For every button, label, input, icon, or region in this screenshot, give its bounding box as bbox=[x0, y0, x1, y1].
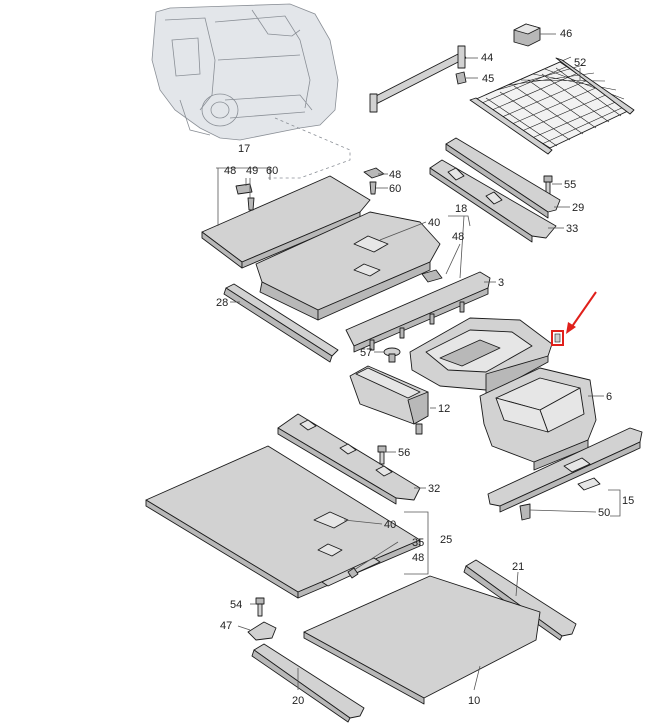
callout-3: 3 bbox=[498, 277, 504, 289]
highlight-marker bbox=[551, 330, 564, 346]
leader-lines bbox=[216, 33, 621, 691]
part-18-floor-cover bbox=[255, 211, 441, 321]
part-50-clip bbox=[519, 503, 531, 521]
callout-47: 47 bbox=[220, 620, 232, 632]
callout-40-a: 40 bbox=[428, 217, 440, 229]
callout-54: 54 bbox=[230, 599, 242, 611]
callout-45: 45 bbox=[482, 73, 494, 85]
callout-48-b: 48 bbox=[389, 169, 401, 181]
part-60-screw-a bbox=[247, 197, 255, 211]
part-10-floor-mat bbox=[303, 575, 541, 705]
callout-57: 57 bbox=[360, 347, 372, 359]
part-20-rail bbox=[251, 643, 365, 723]
callout-50: 50 bbox=[598, 507, 610, 519]
callout-60-a: 60 bbox=[266, 165, 278, 177]
callout-12: 12 bbox=[438, 403, 450, 415]
callout-32: 32 bbox=[428, 483, 440, 495]
callout-10: 10 bbox=[468, 695, 480, 707]
part-6-wheel-tub bbox=[479, 367, 597, 471]
part-3-trim bbox=[345, 271, 491, 353]
part-29-rail bbox=[445, 137, 561, 219]
part-57-clip bbox=[383, 347, 401, 363]
callout-48-d: 48 bbox=[412, 552, 424, 564]
part-55-bolt bbox=[543, 175, 553, 195]
part-48-clip-b bbox=[363, 167, 385, 179]
callout-28: 28 bbox=[216, 297, 228, 309]
part-60-screw-b bbox=[369, 181, 377, 195]
part-12-basket bbox=[349, 365, 429, 435]
part-56-bolt bbox=[377, 445, 387, 465]
callout-21: 21 bbox=[512, 561, 524, 573]
callout-18: 18 bbox=[455, 203, 467, 215]
callout-40-b: 40 bbox=[384, 519, 396, 531]
part-48-clip-a bbox=[235, 183, 253, 195]
callout-17: 17 bbox=[238, 143, 250, 155]
part-33-rail bbox=[429, 159, 557, 243]
callout-20: 20 bbox=[292, 695, 304, 707]
part-44-rod bbox=[369, 45, 467, 113]
part-54-bolt bbox=[255, 597, 265, 617]
part-32-rail bbox=[277, 413, 421, 505]
callout-33: 33 bbox=[566, 223, 578, 235]
red-arrow bbox=[566, 291, 597, 334]
part-48-clip-c bbox=[421, 269, 443, 283]
callout-15: 15 bbox=[622, 495, 634, 507]
callout-48-c: 48 bbox=[452, 231, 464, 243]
callout-44: 44 bbox=[481, 52, 493, 64]
callout-25: 25 bbox=[440, 534, 452, 546]
callout-49: 49 bbox=[246, 165, 258, 177]
part-46-cap bbox=[513, 23, 541, 47]
callout-29: 29 bbox=[572, 202, 584, 214]
part-45-bracket bbox=[455, 71, 467, 85]
callout-55: 55 bbox=[564, 179, 576, 191]
callout-60-b: 60 bbox=[389, 183, 401, 195]
callout-52: 52 bbox=[574, 57, 586, 69]
part-15-rear-trim bbox=[487, 427, 643, 513]
vehicle-leader-line bbox=[268, 117, 351, 179]
vehicle-rear-outline bbox=[151, 3, 339, 141]
part-52-cargo-net bbox=[469, 56, 635, 155]
part-28-strip bbox=[223, 283, 339, 363]
part-17-floor-panel bbox=[201, 175, 371, 269]
callout-48-a: 48 bbox=[224, 165, 236, 177]
callout-56: 56 bbox=[398, 447, 410, 459]
callout-35: 35 bbox=[412, 537, 424, 549]
callout-labels: 46 44 45 52 17 48 49 60 48 60 55 29 33 1… bbox=[216, 28, 634, 707]
part-35-strap bbox=[321, 557, 381, 587]
callout-46: 46 bbox=[560, 28, 572, 40]
callout-6: 6 bbox=[606, 391, 612, 403]
part-47-bracket bbox=[247, 621, 277, 641]
part-storage-tray bbox=[409, 317, 553, 397]
